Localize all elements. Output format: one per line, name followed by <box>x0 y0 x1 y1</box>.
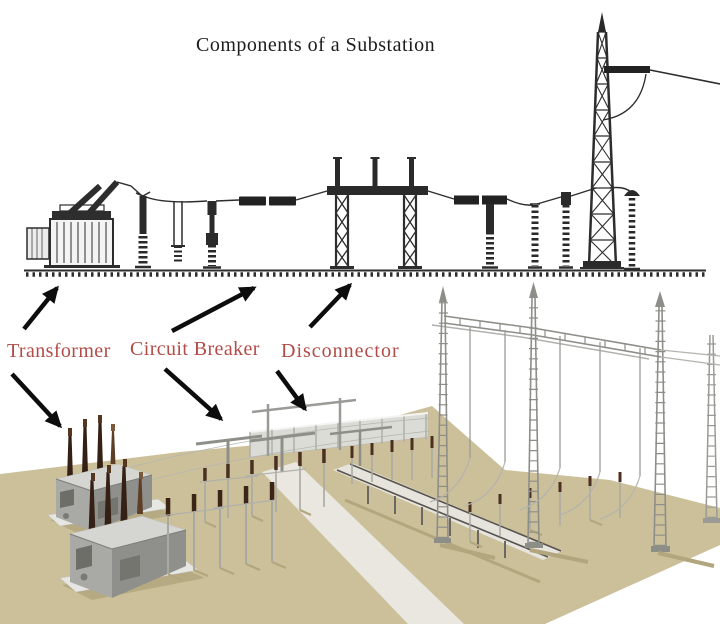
tower-crossarm <box>604 66 650 73</box>
schematic-elevation <box>24 12 720 277</box>
gantry-mast-4-partial <box>703 334 720 523</box>
transformer-bushing <box>67 183 103 216</box>
substation-3d-render <box>0 282 720 624</box>
label-transformer: Transformer <box>7 340 111 362</box>
current-transformer-drawing <box>454 195 507 269</box>
circuit-breaker-chambers-drawing <box>239 196 296 206</box>
ground-line <box>24 269 706 277</box>
field-beams <box>159 468 307 517</box>
surge-arrester-drawing <box>624 190 640 271</box>
arrow-disconnector-up <box>308 282 353 329</box>
gantry-wires <box>429 349 720 520</box>
circuit-breaker-pole-drawing <box>203 201 221 269</box>
gantry-shadows <box>439 543 715 568</box>
label-circuit-breaker: Circuit Breaker <box>130 338 260 360</box>
transformers-3d <box>47 415 205 600</box>
gantry-beam <box>443 315 662 358</box>
bushing <box>67 434 73 480</box>
surge-arrester-pole-drawing <box>135 191 151 269</box>
arrow-breaker-up <box>170 286 257 333</box>
arrow-disconnector-down <box>275 369 307 412</box>
instrument-transformer-drawing <box>171 201 185 262</box>
gantry-mast-1 <box>434 286 451 543</box>
bushing <box>88 480 96 535</box>
gantry-droppers <box>469 326 641 476</box>
arrow-transformer-down <box>10 372 63 429</box>
gantry-mast-3 <box>651 291 670 552</box>
conductor-wires-drawing <box>116 69 720 206</box>
portal-frame-drawing <box>327 157 428 269</box>
gantry-rear-beam <box>431 324 650 360</box>
outgoing-line <box>649 69 720 85</box>
disconnector-poles-drawing <box>528 192 573 269</box>
gantry-mast-2 <box>525 282 543 548</box>
gantry-3d <box>429 282 720 568</box>
arrow-transformer-up <box>22 285 59 331</box>
diagram-title: Components of a Substation <box>196 34 436 56</box>
roadway-strip <box>262 462 464 624</box>
label-disconnector: Disconnector <box>281 340 400 362</box>
transformer-drawing <box>26 179 120 268</box>
annotation-arrows <box>10 282 353 429</box>
lattice-tower-drawing <box>580 12 650 269</box>
arrow-breaker-down <box>163 367 224 421</box>
